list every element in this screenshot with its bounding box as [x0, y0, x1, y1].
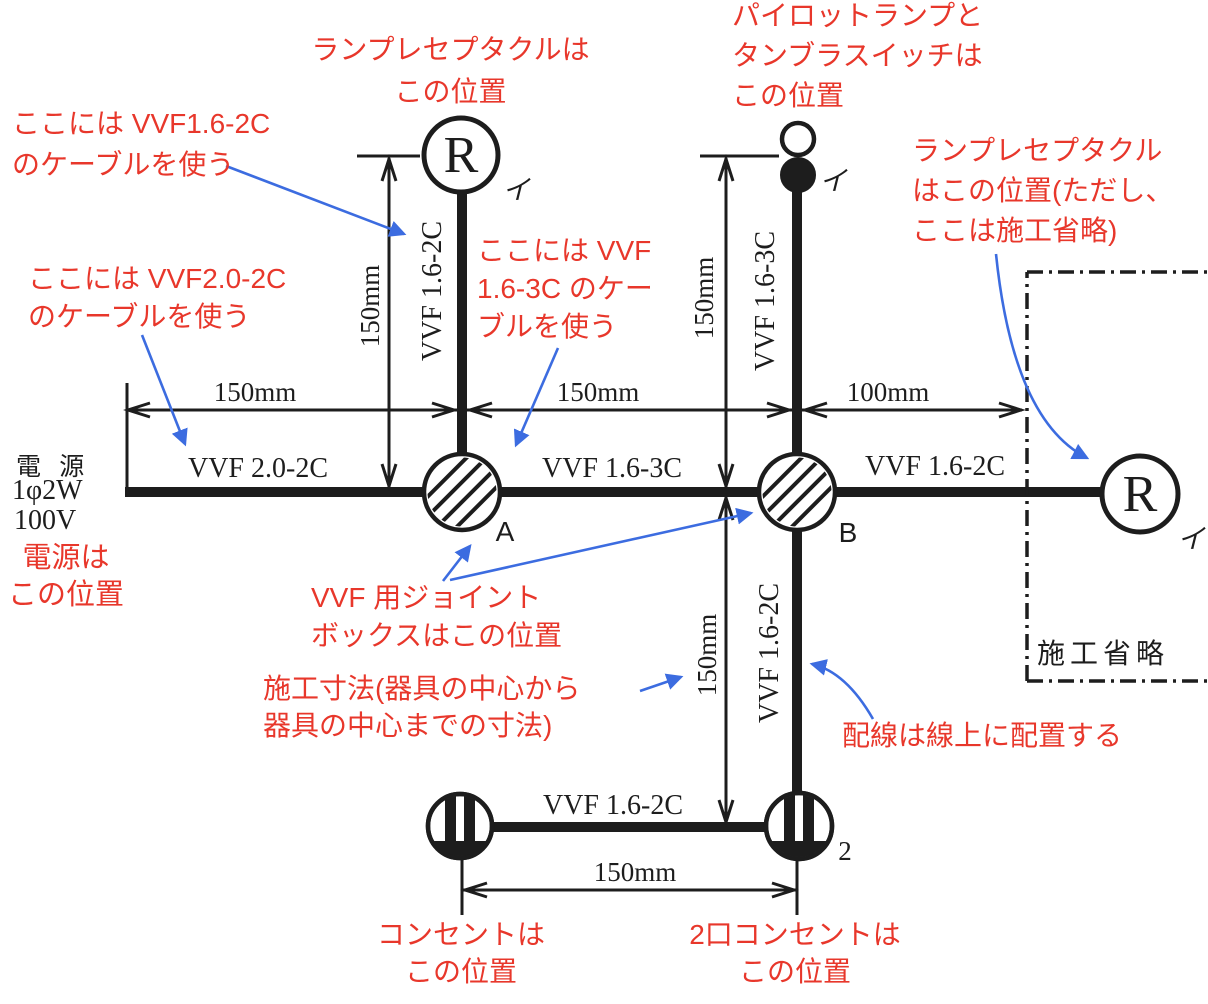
switch-circuit-tag: イ: [819, 166, 847, 196]
dimension-lines: [123, 154, 1026, 915]
dim-150mm-vertical-lower: 150mm: [691, 613, 722, 697]
note-line: ブルを使う: [477, 311, 618, 342]
note-line: この位置: [7, 579, 124, 611]
note-line: 施工寸法(器具の中心から: [263, 673, 581, 704]
omitted-area-label: 施工省略: [1037, 639, 1170, 670]
note-line: 配線は線上に配置する: [842, 720, 1123, 751]
note-line: のケーブルを使う: [28, 301, 251, 332]
note-joint-box: VVF 用ジョイント ボックスはこの位置: [311, 579, 562, 655]
note-line: ランプレセプタクル: [912, 135, 1163, 166]
note-line: はこの位置(ただし、: [912, 175, 1174, 206]
cable-label-vvf16-2c-bottom: VVF 1.6-2C: [542, 790, 683, 821]
power-source-title: 電 源: [16, 454, 91, 481]
omitted-area-box: [1025, 270, 1208, 683]
dim-150mm-vertical-left: 150mm: [354, 264, 385, 348]
note-outlet-double: 2口コンセントは この位置: [666, 916, 924, 990]
note-power-source: 電源は この位置: [0, 540, 132, 614]
joint-box-a-symbol: [421, 451, 503, 533]
note-dimension-rule: 施工寸法(器具の中心から 器具の中心までの寸法): [263, 670, 580, 744]
dim-100mm-right: 100mm: [846, 377, 930, 407]
cable-label-vvf20-2c: VVF 2.0-2C: [187, 453, 328, 484]
lamp-receptacle-right-symbol: [1099, 453, 1181, 535]
joint-box-b-label: B: [838, 517, 858, 548]
dim-150mm-left: 150mm: [213, 377, 297, 407]
note-pilot-switch: パイロットランプと タンブラスイッチは この位置: [732, 0, 983, 116]
arrow-vvf163-note: [513, 347, 560, 448]
note-line: ボックスはこの位置: [311, 620, 563, 651]
dim-150mm-bottom: 150mm: [593, 857, 677, 887]
note-lamp-top: ランプレセプタクルは この位置: [293, 29, 608, 113]
note-cable-163: ここには VVF 1.6-3C のケー ブルを使う: [477, 232, 653, 346]
outlet-symbol: [425, 791, 495, 861]
note-cable-162: ここには VVF1.6-2C のケーブルを使う: [12, 103, 270, 185]
arrow-joint-b: [449, 507, 754, 582]
note-line: この位置: [404, 956, 517, 987]
note-wiring-on-line: 配線は線上に配置する: [842, 714, 1122, 754]
outlet-double-symbol: [763, 790, 835, 862]
outlet-double-count-tag: 2: [838, 836, 852, 866]
note-line: この位置: [732, 80, 845, 111]
note-line: 電源は: [22, 542, 110, 574]
note-line: VVF 用ジョイント: [311, 582, 542, 613]
note-line: 器具の中心までの寸法): [263, 710, 553, 741]
dim-150mm-mid: 150mm: [556, 377, 640, 407]
power-source-voltage: 100V: [14, 505, 77, 536]
arrow-dim-note: [639, 673, 684, 693]
power-source-phase: 1φ2W: [12, 475, 83, 506]
arrow-vvf202-note: [140, 334, 188, 447]
cable-label-vvf16-3c-vertical: VVF 1.6-3C: [750, 231, 781, 372]
pilot-lamp-symbol: [779, 120, 817, 158]
note-line: タンブラスイッチは: [732, 40, 983, 71]
cable-label-vvf16-3c: VVF 1.6-3C: [541, 453, 682, 484]
lamp-top-circuit-tag: イ: [502, 175, 530, 205]
note-line: この位置: [738, 956, 851, 987]
note-line: のケーブルを使う: [12, 149, 235, 180]
cable-runs: [125, 190, 1103, 832]
note-line: コンセントは: [376, 919, 545, 950]
arrow-vvf162-note: [225, 164, 407, 237]
cable-label-vvf16-2c-right: VVF 1.6-2C: [864, 451, 1005, 482]
note-line: ここは施工省略): [912, 215, 1118, 246]
note-line: ここには VVF: [477, 235, 652, 266]
note-cable-202: ここには VVF2.0-2C のケーブルを使う: [28, 260, 286, 336]
joint-box-a-label: A: [495, 516, 515, 547]
note-line: この位置: [394, 76, 507, 107]
annotation-arrows: [140, 164, 1090, 720]
dim-150mm-vertical-right: 150mm: [688, 256, 719, 340]
tumbler-switch-symbol: [780, 157, 816, 193]
lamp-top-letter: R: [443, 126, 479, 184]
cable-label-vvf16-2c-vertical-top: VVF 1.6-2C: [417, 221, 448, 362]
note-line: ランプレセプタクルは: [311, 34, 590, 65]
joint-box-b-symbol: [756, 451, 838, 533]
note-line: ここには VVF1.6-2C: [12, 108, 271, 139]
note-outlet: コンセントは この位置: [372, 916, 550, 990]
lamp-right-letter: R: [1122, 465, 1158, 523]
note-line: パイロットランプと: [732, 0, 984, 31]
arrow-wiring-note: [809, 659, 875, 720]
lamp-right-circuit-tag: イ: [1177, 524, 1205, 554]
arrow-lamp-right-note: [994, 253, 1090, 460]
note-line: 2口コンセントは: [689, 919, 901, 950]
cable-label-vvf16-2c-vertical-mid: VVF 1.6-2C: [754, 583, 785, 724]
note-line: ここには VVF2.0-2C: [28, 263, 287, 294]
note-lamp-right: ランプレセプタクル はこの位置(ただし、 ここは施工省略): [912, 131, 1173, 251]
arrow-joint-a: [441, 543, 472, 582]
lamp-receptacle-top-symbol: [421, 115, 501, 195]
note-line: 1.6-3C のケー: [477, 273, 653, 304]
